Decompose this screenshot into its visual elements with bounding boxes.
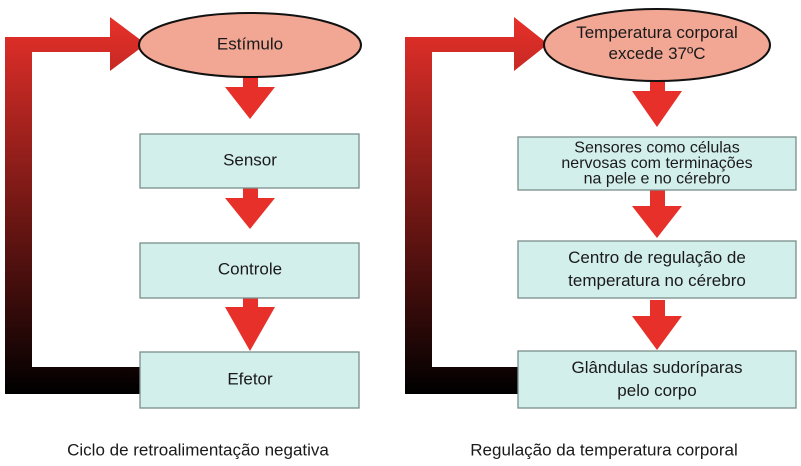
left-arrow-3 [225, 290, 275, 351]
left-stimulus-label: Estímulo [217, 34, 283, 53]
left-panel: Estímulo Sensor Controle Efetor Ciclo de… [5, 12, 362, 459]
left-control-label: Controle [218, 259, 282, 278]
left-sensor-box [139, 133, 360, 189]
right-caption: Regulação da temperatura corporal [470, 440, 737, 459]
left-arrow-2 [225, 181, 275, 229]
node-label-line: nervosas com terminações [561, 155, 752, 172]
right-sweat-glands-label: Glândulas sudoríparas pelo corpo [571, 358, 742, 400]
node-label-line: Sensor [223, 150, 277, 169]
node-label-line: Estímulo [217, 34, 283, 53]
node-label-line: Efetor [227, 369, 273, 388]
right-temperature-ellipse [543, 8, 771, 82]
node-label-line: na pele e no cérebro [584, 171, 731, 188]
node-label-line: temperatura no cérebro [568, 271, 746, 290]
node-label-line: pelo corpo [617, 381, 696, 400]
node-label-line: Controle [218, 259, 282, 278]
left-effector-label: Efetor [227, 369, 273, 388]
node-label-line: excede 37ºC [609, 44, 706, 63]
right-panel: Temperatura corporal excede 37ºC Sensores… [405, 8, 797, 459]
left-stimulus-ellipse [138, 12, 362, 78]
left-control-box [139, 242, 360, 299]
left-caption: Ciclo de retroalimentação negativa [67, 440, 329, 459]
node-label-line: Glândulas sudoríparas [571, 358, 742, 377]
right-feedback-loop-arrow [405, 17, 548, 394]
left-sensor-label: Sensor [223, 150, 277, 169]
node-label-line: Sensores como células [574, 140, 739, 157]
right-temperature-label: Temperatura corporal excede 37ºC [576, 23, 738, 63]
right-arrow-3 [632, 300, 682, 350]
node-label-line: Centro de regulação de [568, 248, 746, 267]
right-control-center-box [517, 240, 797, 299]
node-label-line: Temperatura corporal [576, 23, 738, 42]
left-feedback-loop-arrow [5, 17, 146, 394]
right-arrow-2 [632, 189, 682, 238]
left-arrow-1 [225, 70, 275, 119]
right-sweat-glands-box [517, 350, 797, 409]
right-sensors-box [517, 136, 797, 191]
right-arrow-1 [632, 74, 682, 127]
left-effector-box [139, 351, 360, 409]
right-control-center-label: Centro de regulação de temperatura no cér… [568, 248, 746, 290]
